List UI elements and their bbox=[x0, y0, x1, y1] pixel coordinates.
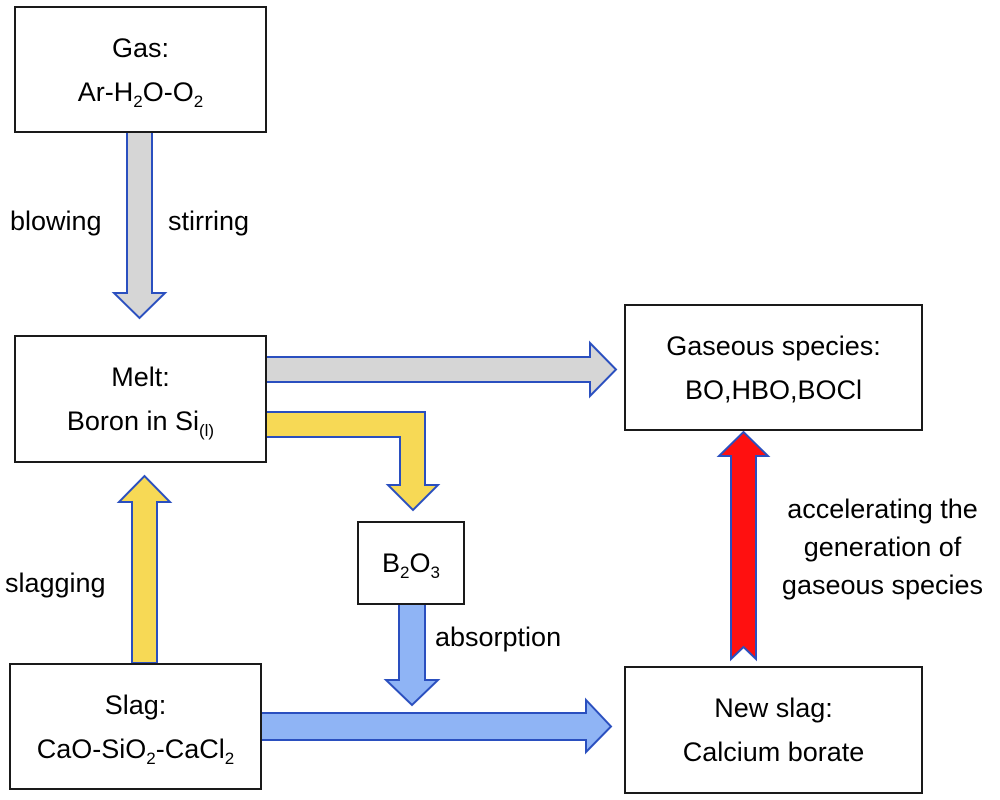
b2o3-absorption-arrow bbox=[383, 603, 441, 707]
slagging-label: slagging bbox=[5, 568, 106, 598]
subscript: 3 bbox=[430, 563, 440, 582]
gaseous-species-title: Gaseous species: bbox=[666, 330, 881, 361]
subscript: 2 bbox=[400, 563, 410, 582]
gaseous-species-list: BO,HBO,BOCl bbox=[684, 374, 863, 405]
gas-formula: Ar-H2O-O2 bbox=[77, 76, 204, 111]
gas-box: Gas: Ar-H2O-O2 bbox=[14, 6, 267, 133]
accelerating-line-1: accelerating the bbox=[787, 494, 978, 524]
stirring-label: stirring bbox=[168, 206, 250, 236]
gas-title: Gas: bbox=[111, 32, 170, 63]
subscript: 2 bbox=[146, 748, 156, 768]
melt-box: Melt: Boron in Si(l) bbox=[14, 335, 267, 463]
accelerating-label: accelerating the generation of gaseous s… bbox=[765, 490, 1000, 604]
melt-to-b2o3-arrow bbox=[265, 411, 441, 512]
new-slag-composition: Calcium borate bbox=[682, 737, 865, 767]
subscript: 2 bbox=[224, 748, 235, 768]
melt-to-gaseous-arrow bbox=[265, 340, 618, 399]
b2o3-box: B2O3 bbox=[357, 521, 465, 605]
subscript: 2 bbox=[133, 91, 143, 111]
b2o3-formula: B2O3 bbox=[382, 548, 440, 582]
slag-to-melt-arrow bbox=[116, 474, 173, 664]
slag-box: Slag: CaO-SiO2-CaCl2 bbox=[9, 663, 262, 790]
new-slag-box: New slag: Calcium borate bbox=[624, 666, 923, 794]
melt-title: Melt: bbox=[111, 362, 170, 392]
slag-formula: CaO-SiO2-CaCl2 bbox=[36, 733, 235, 768]
blowing-label: blowing bbox=[10, 206, 102, 236]
newslag-to-gaseous-arrow bbox=[716, 430, 771, 662]
subscript: 2 bbox=[193, 91, 204, 111]
accelerating-line-3: gaseous species bbox=[781, 570, 984, 600]
slag-to-newslag-arrow bbox=[260, 697, 613, 755]
new-slag-title: New slag: bbox=[714, 693, 833, 723]
slag-title: Slag: bbox=[104, 689, 167, 720]
gas-to-melt-arrow bbox=[111, 131, 168, 320]
gaseous-species-box: Gaseous species: BO,HBO,BOCl bbox=[624, 304, 923, 431]
absorption-label: absorption bbox=[435, 622, 562, 652]
subscript: (l) bbox=[198, 421, 215, 440]
accelerating-line-2: generation of bbox=[803, 532, 962, 562]
melt-formula: Boron in Si(l) bbox=[66, 406, 215, 440]
